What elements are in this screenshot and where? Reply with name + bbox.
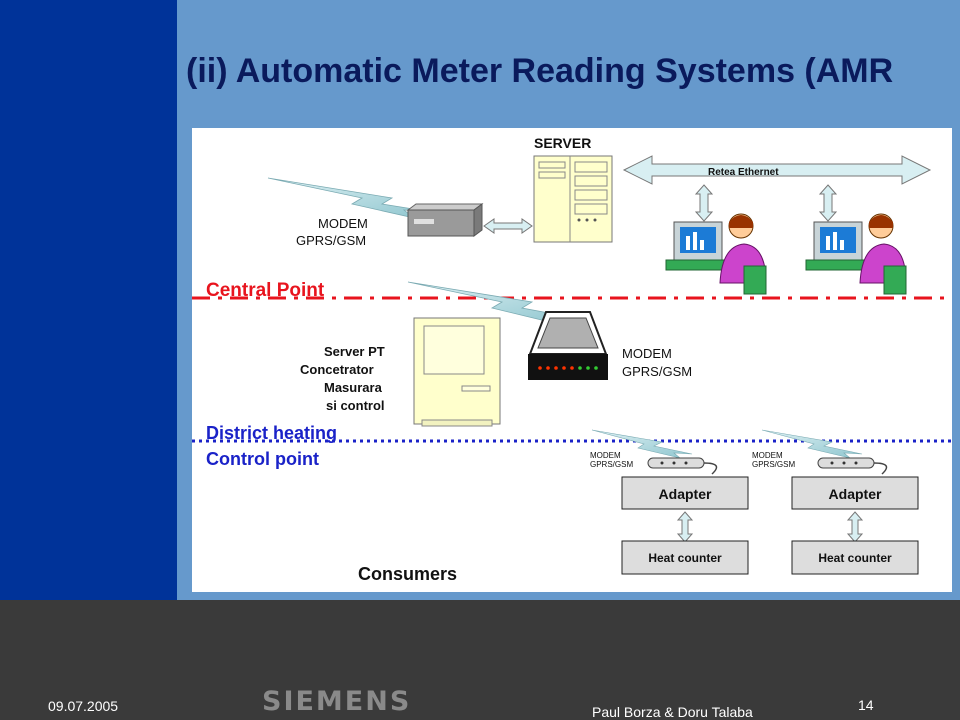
consumer-1-modem-icon [647, 457, 718, 475]
consumer-2-modem-label-line1: MODEM [752, 451, 783, 460]
top-radio-bolt-icon [267, 177, 433, 219]
district-heating-label-line2: Control point [206, 449, 319, 469]
workstation-2-arrow [818, 184, 838, 222]
page-number: 14 [858, 697, 874, 713]
amr-diagram: SERVER Retea Ethernet [192, 128, 952, 592]
consumer-2-modem-icon [817, 457, 888, 475]
footer-date: 09.07.2005 [48, 698, 119, 714]
left-accent-band [0, 0, 177, 600]
modem-server-arrow [483, 218, 533, 234]
consumers-label: Consumers [358, 564, 457, 584]
adapter-1-box [621, 476, 749, 510]
heat-counter-1-box [621, 540, 749, 575]
ethernet-label: Retea Ethernet [708, 167, 779, 178]
slide-footer [0, 600, 960, 720]
server-pt-line2: Concetrator [300, 362, 374, 377]
heat-counter-2-box [791, 540, 919, 575]
adapter-2-label: Adapter [829, 486, 882, 502]
ethernet-arrow [622, 155, 932, 185]
server-icon [533, 155, 613, 243]
consumer-1-radio-bolt-icon [591, 429, 693, 459]
slide-title: (ii) Automatic Meter Reading Systems (AM… [186, 52, 894, 90]
server-label: SERVER [534, 135, 591, 151]
adapter-1-label: Adapter [659, 486, 712, 502]
top-modem-icon [406, 203, 484, 237]
adapter-1-heat-counter-arrow [676, 511, 694, 543]
workstation-1-arrow [694, 184, 714, 222]
siemens-logo: SIEMENS [262, 686, 412, 717]
adapter-2-box [791, 476, 919, 510]
heat-counter-1-label: Heat counter [648, 551, 722, 565]
server-pt-line4: si control [326, 398, 385, 413]
consumer-1-modem-label-line1: MODEM [590, 451, 621, 460]
middle-modem-label-line1: MODEM [622, 346, 672, 361]
district-heating-label-line1: District heating [206, 423, 337, 443]
server-pt-line1: Server PT [324, 344, 385, 359]
adapter-2-heat-counter-arrow [846, 511, 864, 543]
consumer-1-modem-label-line2: GPRS/GSM [590, 460, 633, 469]
top-modem-label-line2: GPRS/GSM [296, 233, 366, 248]
operator-workstation-2-icon [805, 213, 907, 295]
server-pt-line3: Masurara [324, 380, 383, 395]
footer-authors: Paul Borza & Doru Talaba [592, 704, 753, 720]
top-modem-label-line1: MODEM [318, 216, 368, 231]
consumer-2-modem-label-line2: GPRS/GSM [752, 460, 795, 469]
consumer-2-radio-bolt-icon [761, 429, 863, 459]
amr-diagram-svg: SERVER Retea Ethernet [192, 135, 952, 584]
heat-counter-2-label: Heat counter [818, 551, 892, 565]
middle-modem-label-line2: GPRS/GSM [622, 364, 692, 379]
operator-workstation-1-icon [665, 213, 767, 295]
server-pt-concentrator-icon [413, 317, 501, 427]
central-point-label: Central Point [206, 280, 325, 301]
middle-modem-icon [528, 311, 608, 380]
